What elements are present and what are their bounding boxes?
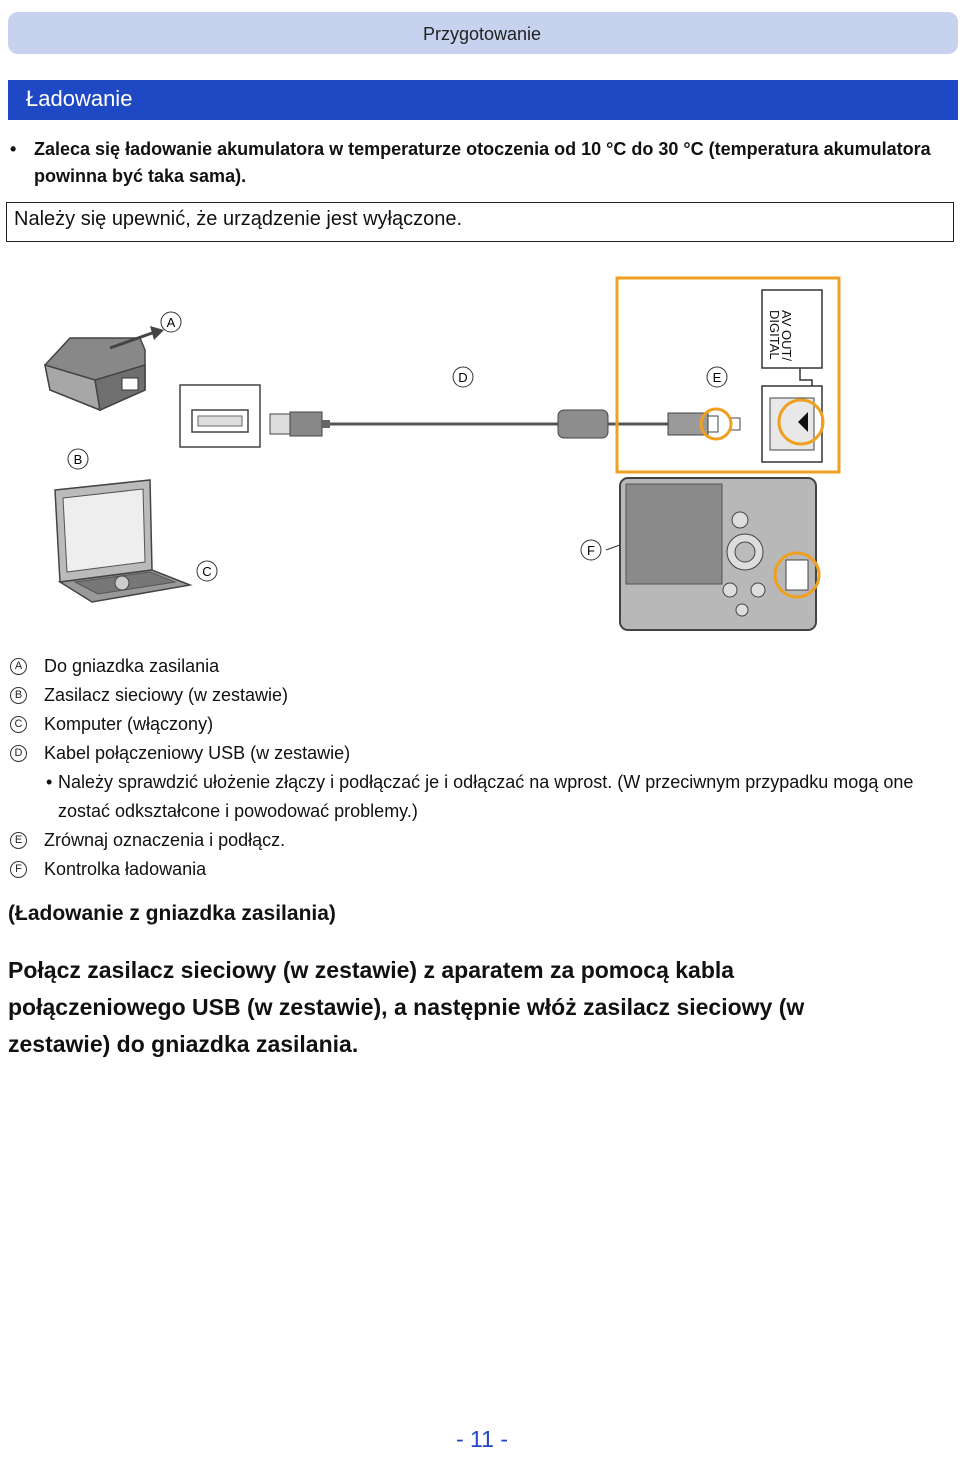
legend-text: Zrównaj oznaczenia i podłącz.: [44, 830, 286, 850]
svg-text:D: D: [458, 370, 467, 385]
svg-text:B: B: [74, 452, 83, 467]
ac-adaptor-illustration: [44, 326, 164, 412]
legend-text: Do gniazdka zasilania: [44, 656, 220, 676]
port-label-line1: AV OUT/: [779, 310, 794, 361]
laptop-illustration: [54, 479, 193, 603]
svg-text:C: C: [202, 564, 211, 579]
usb-cable-illustration: [269, 409, 741, 439]
legend-item: B Zasilacz sieciowy (w zestawie): [10, 681, 950, 710]
section-title: Ładowanie: [26, 86, 133, 111]
intro-bullet: • Zaleca się ładowanie akumulatora w tem…: [10, 136, 950, 190]
callout-e: E: [706, 366, 728, 388]
usb-port-illustration: [179, 384, 261, 448]
legend-mark: D: [10, 745, 27, 762]
callout-d: D: [452, 366, 474, 388]
connection-diagram: AV OUT/ DIGITAL A B: [44, 276, 841, 631]
legend-text: Kabel połączeniowy USB (w zestawie): [44, 743, 351, 763]
svg-text:E: E: [713, 370, 722, 385]
sub-note-text: Należy sprawdzić ułożenie złączy i podłą…: [58, 772, 914, 821]
legend-mark: E: [10, 832, 27, 849]
svg-text:F: F: [587, 543, 595, 558]
note-box: [6, 202, 954, 242]
port-label-line2: DIGITAL: [767, 310, 782, 360]
svg-text:A: A: [167, 315, 176, 330]
callout-f: F: [580, 539, 602, 561]
note-text: Należy się upewnić, że urządzenie jest w…: [14, 208, 462, 230]
legend-mark: C: [10, 716, 27, 733]
legend-mark: A: [10, 658, 27, 675]
legend-mark: B: [10, 687, 27, 704]
legend-text: Kontrolka ładowania: [44, 859, 207, 879]
legend-item: F Kontrolka ładowania: [10, 855, 950, 884]
intro-text: Zaleca się ładowanie akumulatora w tempe…: [34, 139, 931, 186]
callout-c: C: [196, 560, 218, 582]
instruction-text: Połącz zasilacz sieciowy (w zestawie) z …: [8, 957, 805, 1057]
legend-text: Komputer (włączony): [44, 714, 214, 734]
legend-text: Zasilacz sieciowy (w zestawie): [44, 685, 289, 705]
legend-item: A Do gniazdka zasilania: [10, 652, 950, 681]
header-title: Przygotowanie: [422, 24, 542, 44]
section-bar: [8, 80, 958, 120]
page-number: - 11 -: [456, 1426, 508, 1452]
legend-item: C Komputer (włączony): [10, 710, 950, 739]
subheading: (Ładowanie z gniazdka zasilania): [8, 902, 336, 925]
camera-illustration: [605, 477, 821, 631]
bullet-dot: •: [46, 772, 53, 792]
legend: A Do gniazdka zasilania B Zasilacz sieci…: [10, 652, 950, 884]
port-detail-box: AV OUT/ DIGITAL: [615, 276, 841, 474]
legend-item: D Kabel połączeniowy USB (w zestawie): [10, 739, 950, 768]
header-bar: [8, 12, 958, 54]
legend-mark: F: [10, 861, 27, 878]
legend-sub-note: • Należy sprawdzić ułożenie złączy i pod…: [10, 768, 950, 826]
bullet-dot: •: [10, 139, 17, 159]
callout-b: B: [67, 448, 89, 470]
callout-a: A: [160, 311, 182, 333]
legend-item: E Zrównaj oznaczenia i podłącz.: [10, 826, 950, 855]
